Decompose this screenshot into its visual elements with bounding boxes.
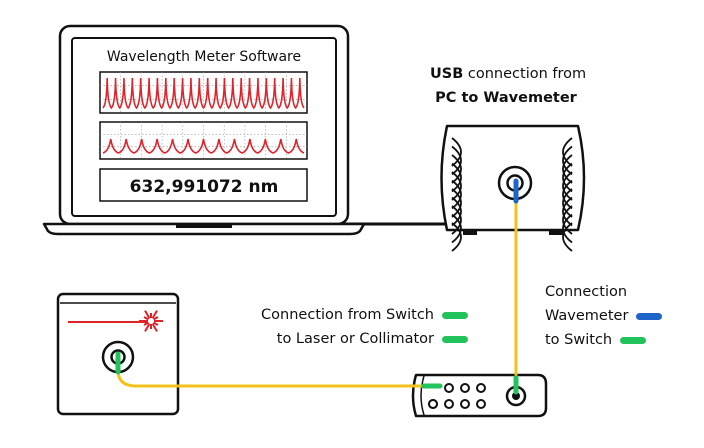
vent-line xyxy=(562,145,573,176)
switch-port xyxy=(476,383,486,393)
switch-body-edge xyxy=(420,375,425,416)
green-fiber-legend-icon xyxy=(442,311,468,319)
laptop-base xyxy=(42,222,366,236)
spectrum-trace-top xyxy=(102,77,305,110)
laser-ray xyxy=(151,323,158,332)
fiber-switch xyxy=(411,373,548,418)
switch-port xyxy=(444,383,454,393)
wavelength-readout: 632,991072 nm xyxy=(130,177,279,197)
vent-line xyxy=(451,222,462,252)
switch-port xyxy=(460,383,470,393)
laptop: Wavelength Meter Software 632,991072 nm xyxy=(42,24,366,236)
vent-line xyxy=(451,179,462,210)
laser-ray xyxy=(153,321,159,326)
vent-line xyxy=(562,171,573,201)
wavemeter-vents xyxy=(451,137,573,252)
vent-line xyxy=(451,213,462,244)
wavemeter-label-line2: Wavemeter xyxy=(545,308,629,324)
laser-ray xyxy=(151,310,158,319)
blue-fiber-legend-icon xyxy=(636,312,663,320)
laser-ray xyxy=(144,323,151,332)
vent-line xyxy=(562,213,573,244)
wavemeter-connection-label: Connection Wavemeter to Switch xyxy=(545,280,663,352)
green-fiber-legend-icon xyxy=(442,335,468,343)
vent-line xyxy=(562,179,573,210)
switch-ports xyxy=(428,383,486,409)
wavemeter-foot-left xyxy=(463,230,477,235)
vent-line xyxy=(451,171,462,201)
wavemeter-label-line3: to Switch xyxy=(545,332,613,348)
laser-emission-icon xyxy=(139,310,163,332)
green-fiber-legend-icon xyxy=(620,336,647,344)
vent-line xyxy=(562,154,573,184)
wavemeter-foot-right xyxy=(549,230,563,235)
vent-line xyxy=(451,162,462,193)
switch-label-line2: to Laser or Collimator xyxy=(276,331,434,347)
switch-output-port xyxy=(512,392,520,400)
vent-line xyxy=(562,205,573,235)
usb-connection-label: USB connection from PC to Wavemeter xyxy=(430,62,586,110)
vent-line xyxy=(451,154,462,184)
switch-label-line1: Connection from Switch xyxy=(261,307,434,323)
usb-label-line2: PC to Wavemeter xyxy=(435,90,577,106)
vent-line xyxy=(451,188,462,218)
spectrum-grid-top xyxy=(100,72,307,113)
spectrum-trace-bottom xyxy=(102,138,305,154)
laser-ray xyxy=(153,316,159,321)
vent-line xyxy=(562,188,573,218)
wavemeter-label-line1: Connection xyxy=(545,284,628,300)
usb-label-rest: connection from xyxy=(463,66,587,82)
vent-line xyxy=(451,205,462,235)
switch-port xyxy=(460,399,470,409)
switch-port xyxy=(476,399,486,409)
laser-ray xyxy=(144,310,151,319)
switch-connection-label: Connection from Switch to Laser or Colli… xyxy=(214,303,468,351)
vent-line xyxy=(451,145,462,176)
vent-line xyxy=(562,162,573,193)
wavelength-readout-box xyxy=(99,168,308,202)
laptop-notch xyxy=(176,224,232,228)
vent-line xyxy=(562,222,573,252)
laser-ray xyxy=(143,316,149,321)
vent-line xyxy=(562,137,573,167)
vent-line xyxy=(451,196,462,227)
screen-title: Wavelength Meter Software xyxy=(107,49,301,65)
switch-port xyxy=(428,399,438,409)
vent-line xyxy=(451,137,462,167)
switch-port xyxy=(444,399,454,409)
vent-line xyxy=(562,196,573,227)
wavemeter xyxy=(440,124,586,252)
usb-label-bold: USB xyxy=(430,66,464,82)
laser-ray xyxy=(143,321,149,326)
